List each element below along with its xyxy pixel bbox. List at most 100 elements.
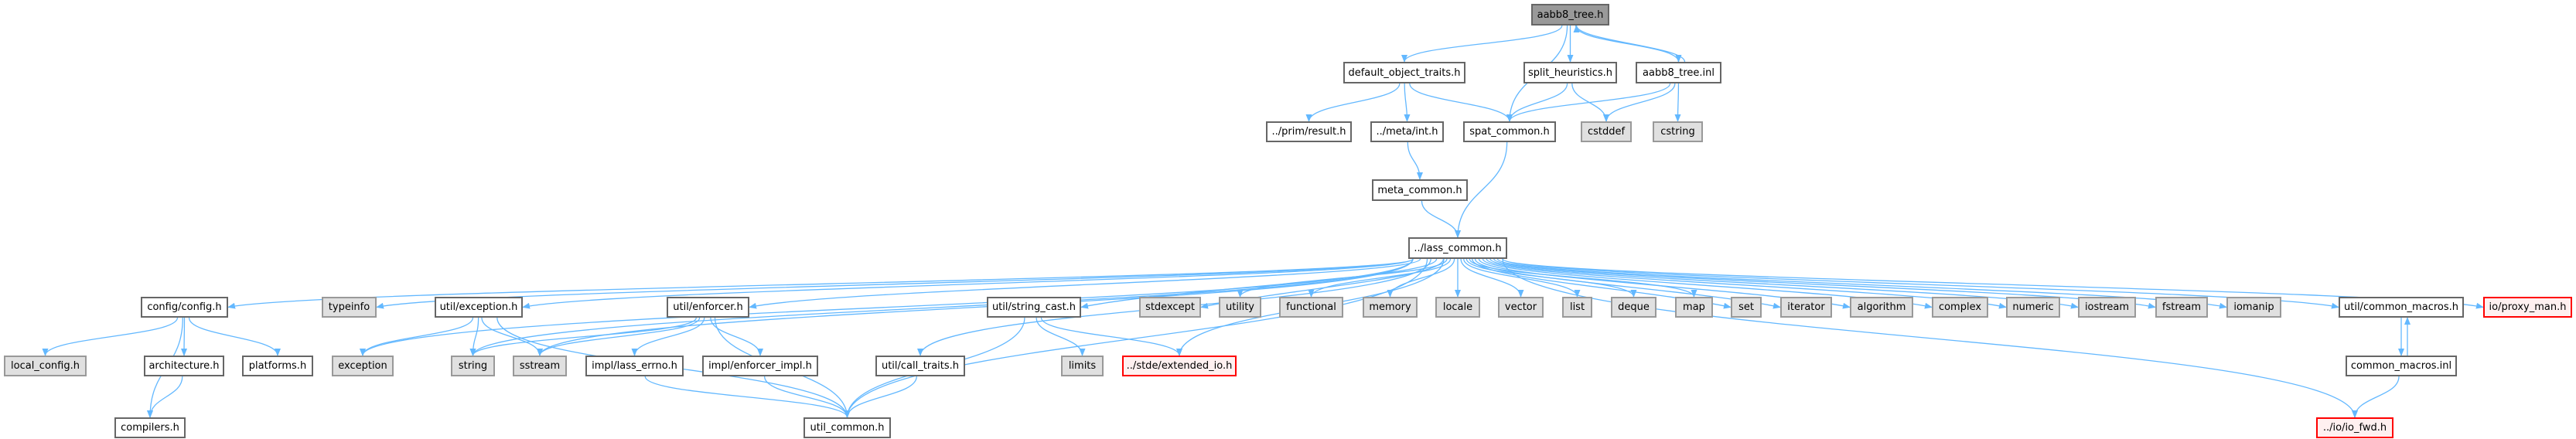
node-platforms-h[interactable]: platforms.h [242,356,313,376]
edge-meta-int-h-to-meta-common-h [1407,141,1423,180]
edge-util-enforcer-h-to-impl-enforcer-impl-h [710,317,763,356]
node-label: ../stde/extended_io.h [1126,360,1233,372]
node-list: list [1562,297,1592,318]
node-label: util/string_cast.h [991,301,1076,313]
node-label: compilers.h [121,422,179,434]
edge-lass-common-h-to-memory [1387,258,1455,298]
edge-impl-lass-errno-h-to-util-common-h [644,376,851,418]
node-architecture-h[interactable]: architecture.h [144,356,224,376]
edge-split-heuristics-h-to-spat-common-h [1506,83,1568,122]
node-stde-extended-io-h[interactable]: ../stde/extended_io.h [1122,356,1237,376]
edge-common-macros-inl-to-io-io-fwd-h [2352,376,2400,418]
edge-config-config-h-to-local-config-h [42,317,179,356]
edge-aabb8-tree-h-to-default-object-traits-h [1401,25,1563,63]
node-label: iterator [1787,301,1825,313]
edge-aabb8-tree-inl-to-cstring [1674,83,1681,122]
node-label: meta_common.h [1377,184,1462,196]
node-label: util/exception.h [439,301,518,313]
node-local-config-h: local_config.h [4,356,87,376]
node-spat-common-h[interactable]: spat_common.h [1463,121,1556,142]
edge-lass-common-h-to-sstream [537,258,1414,356]
node-label: map [1683,301,1705,313]
node-label: numeric [2012,301,2054,313]
edge-default-object-traits-h-to-meta-int-h [1404,83,1411,122]
node-label: algorithm [1857,301,1906,313]
edge-util-string-cast-h-to-stde-extended-io-h [1040,317,1182,356]
node-prim-result-h[interactable]: ../prim/result.h [1266,121,1352,142]
edge-spat-common-h-to-lass-common-h [1455,141,1508,238]
edge-util-exception-h-to-exception [360,317,474,356]
node-lass-common-h[interactable]: ../lass_common.h [1408,237,1507,259]
node-functional: functional [1279,297,1343,318]
node-label: locale [1442,301,1473,313]
edge-lass-common-h-to-map [1469,258,1697,298]
node-util-common-macros-h[interactable]: util/common_macros.h [2339,297,2464,318]
node-label: local_config.h [11,360,80,372]
node-label: typeinfo [328,301,370,313]
edge-util-enforcer-h-to-impl-lass-errno-h [631,317,705,356]
node-label: stdexcept [1145,301,1195,313]
node-label: impl/lass_errno.h [592,360,677,372]
node-io-io-fwd-h[interactable]: ../io/io_fwd.h [2316,417,2393,438]
node-label: platforms.h [248,360,307,372]
edge-default-object-traits-h-to-spat-common-h [1409,83,1513,122]
node-util-common-h[interactable]: util_common.h [804,417,891,438]
node-label: util/call_traits.h [881,360,960,372]
node-util-call-traits-h[interactable]: util/call_traits.h [875,356,965,376]
edge-config-config-h-to-platforms-h [188,317,281,356]
node-label: util_common.h [810,422,885,434]
node-label: exception [338,360,387,372]
node-util-exception-h[interactable]: util/exception.h [435,297,523,318]
node-aabb8-tree-inl[interactable]: aabb8_tree.inl [1636,62,1721,83]
node-label: vector [1504,301,1537,313]
edge-lass-common-h-to-iomanip [1496,258,2227,309]
edge-lass-common-h-to-util-common-h [844,258,1428,418]
node-label: memory [1369,301,1411,313]
node-impl-enforcer-impl-h[interactable]: impl/enforcer_impl.h [702,356,818,376]
node-locale: locale [1435,297,1480,318]
node-string: string [451,356,495,376]
edge-aabb8-tree-h-to-aabb8-tree-inl [1575,25,1682,63]
node-compilers-h[interactable]: compilers.h [114,417,186,438]
node-label: list [1569,301,1585,313]
edge-split-heuristics-h-to-cstddef [1571,83,1609,122]
edge-util-string-cast-h-to-limits [1036,317,1086,356]
node-default-object-traits-h[interactable]: default_object_traits.h [1343,62,1465,83]
node-common-macros-inl[interactable]: common_macros.inl [2346,356,2457,376]
node-label: deque [1618,301,1650,313]
edge-lass-common-h-to-string [469,258,1414,356]
node-meta-common-h[interactable]: meta_common.h [1372,179,1468,201]
node-label: set [1738,301,1754,313]
node-util-string-cast-h[interactable]: util/string_cast.h [987,297,1081,318]
node-label: complex [1938,301,1982,313]
node-cstring: cstring [1653,121,1703,142]
node-config-config-h[interactable]: config/config.h [141,297,228,318]
node-meta-int-h[interactable]: ../meta/int.h [1370,121,1444,142]
node-label: string [458,360,488,372]
node-impl-lass-errno-h[interactable]: impl/lass_errno.h [585,356,684,376]
node-label: common_macros.inl [2350,360,2452,372]
edge-meta-common-h-to-lass-common-h [1421,200,1461,238]
node-label: limits [1068,360,1097,372]
node-label: aabb8_tree.h [1537,9,1604,21]
node-label: io/proxy_man.h [2489,301,2567,313]
node-vector: vector [1498,297,1544,318]
node-label: iostream [2084,301,2130,313]
node-fstream: fstream [2155,297,2208,318]
node-stdexcept: stdexcept [1139,297,1201,318]
node-label: split_heuristics.h [1527,66,1613,79]
node-label: util/enforcer.h [673,301,743,313]
node-label: cstddef [1587,126,1626,138]
node-memory: memory [1363,297,1418,318]
node-iterator: iterator [1780,297,1832,318]
edge-lass-common-h-to-functional [1308,258,1452,298]
node-util-enforcer-h[interactable]: util/enforcer.h [667,297,749,318]
node-label: ../io/io_fwd.h [2322,422,2387,434]
node-split-heuristics-h[interactable]: split_heuristics.h [1523,62,1617,83]
node-label: config/config.h [147,301,222,313]
edge-architecture-h-to-compilers-h [147,376,183,418]
node-io-proxy-man-h[interactable]: io/proxy_man.h [2483,297,2572,318]
node-typeinfo: typeinfo [322,297,377,318]
node-label: functional [1286,301,1336,313]
